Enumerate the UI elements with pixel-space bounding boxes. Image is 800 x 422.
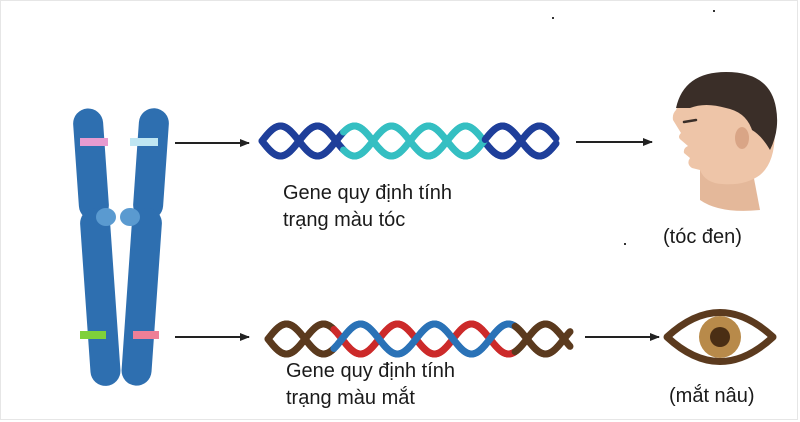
stray-dot <box>552 17 554 19</box>
centromere <box>120 208 140 226</box>
dna-strand-segment <box>551 140 560 149</box>
eye-gene-label-line1: Gene quy định tính <box>286 360 456 382</box>
hair-gene-label-line2: trạng màu tóc <box>283 209 406 231</box>
human-head-profile-icon <box>672 72 778 211</box>
gene-band-hair-right <box>130 138 158 146</box>
gene-band-hair-left <box>80 138 108 146</box>
gene-band-eye-left <box>80 331 106 339</box>
chromatid-left-lower <box>80 208 121 386</box>
dna-strand-segment <box>565 328 574 337</box>
dna-helix-eye-gene <box>264 320 574 358</box>
pupil <box>710 327 730 347</box>
centromere <box>96 208 116 226</box>
eyebrow <box>682 118 698 124</box>
eye-trait-label: (mắt nâu) <box>669 385 755 407</box>
eye-gene-label-line2: trạng màu mắt <box>286 387 415 409</box>
dna-helix-hair-gene <box>258 122 560 160</box>
stray-dot <box>624 243 626 245</box>
hair-trait-label: (tóc đen) <box>663 226 742 248</box>
hair-gene-label-line1: Gene quy định tính <box>283 182 453 204</box>
chromatid-right-lower <box>121 207 162 386</box>
chromatid-left-upper <box>73 108 109 221</box>
ear <box>735 127 749 149</box>
brown-eye-icon <box>663 309 777 365</box>
chromatid-right-upper <box>133 108 169 221</box>
chromosome <box>73 108 169 386</box>
dna-strand-segment <box>551 133 560 142</box>
stray-dot <box>713 10 715 12</box>
gene-band-eye-right <box>133 331 159 339</box>
dna-strand-segment <box>565 341 574 350</box>
hair <box>676 72 778 150</box>
